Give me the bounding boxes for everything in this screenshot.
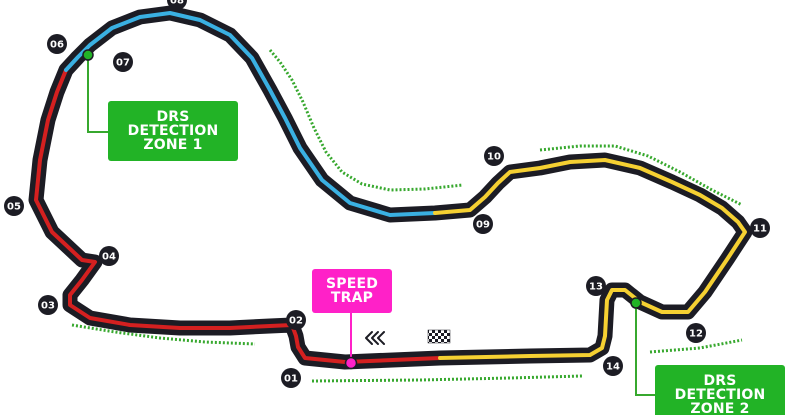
turn-marker-circle — [686, 323, 706, 343]
turn-marker-circle — [167, 0, 187, 10]
turn-marker-01: 01 — [281, 368, 301, 388]
turn-number: 07 — [116, 58, 130, 69]
direction-chevrons-icon — [365, 331, 385, 345]
turn-marker-10: 10 — [484, 146, 504, 166]
drs-detection-zone-1-label: DRS DETECTION ZONE 1 — [108, 101, 238, 161]
speed-trap-line-1: SPEED — [325, 276, 379, 292]
drs-zone-2-marker — [630, 297, 642, 309]
sector-2 — [64, 11, 437, 217]
drs-zones — [71, 49, 743, 383]
turn-number: 02 — [289, 316, 303, 327]
turn-number: 08 — [170, 0, 184, 7]
turn-marker-circle — [484, 146, 504, 166]
drs-zone-1-connector — [87, 55, 110, 133]
sector-3 — [433, 158, 747, 360]
turn-number: 14 — [606, 362, 620, 373]
turn-number: 04 — [102, 252, 116, 263]
drs-zone-2-line-2: DETECTION — [674, 387, 766, 403]
drs-zone-2-connector — [635, 305, 656, 396]
turn-number: 10 — [487, 152, 501, 163]
turn-marker-02: 02 — [286, 310, 306, 330]
turn-marker-circle — [4, 196, 24, 216]
turn-number: 03 — [41, 301, 55, 312]
drs-zone-2-line-3: ZONE 2 — [690, 401, 750, 415]
turn-marker-03: 03 — [38, 295, 58, 315]
turn-marker-11: 11 — [750, 218, 770, 238]
chequered-flag-icon — [427, 329, 451, 344]
drs-detection-zone-2-label: DRS DETECTION ZONE 2 — [655, 365, 785, 415]
drs-zone-esses — [539, 144, 743, 207]
turn-marker-14: 14 — [603, 356, 623, 376]
drs-zone-1-line-3: ZONE 1 — [143, 137, 203, 153]
track-sectors — [34, 11, 747, 364]
speed-trap-label: SPEED TRAP — [312, 269, 392, 313]
drs-zone-main-straight — [311, 374, 583, 383]
turn-marker-circle — [281, 368, 301, 388]
speed-trap-line-2: TRAP — [330, 290, 374, 306]
turn-marker-circle — [99, 246, 119, 266]
turn-marker-circle — [586, 276, 606, 296]
turn-marker-circle — [750, 218, 770, 238]
turn-marker-circle — [38, 295, 58, 315]
speed-trap-marker — [344, 356, 358, 370]
sector-1 — [34, 68, 442, 364]
drs-zone-back-straight — [268, 49, 464, 192]
drs-zone-2-line-1: DRS — [703, 373, 737, 389]
turn-marker-circle — [473, 214, 493, 234]
turn-number: 09 — [476, 220, 490, 231]
turn-number: 13 — [589, 282, 603, 293]
turn-marker-09: 09 — [473, 214, 493, 234]
turn-number: 01 — [284, 374, 298, 385]
drs-zone-1-line-1: DRS — [156, 109, 190, 125]
turn-marker-05: 05 — [4, 196, 24, 216]
turn-marker-04: 04 — [99, 246, 119, 266]
turn-marker-07: 07 — [113, 52, 133, 72]
drs-zone-turn-3 — [71, 323, 256, 346]
turn-marker-06: 06 — [47, 34, 67, 54]
turn-marker-circle — [113, 52, 133, 72]
turn-marker-circle — [47, 34, 67, 54]
turn-number: 05 — [7, 202, 21, 213]
turn-marker-13: 13 — [586, 276, 606, 296]
drs-zone-1-marker — [82, 49, 94, 61]
turn-marker-circle — [603, 356, 623, 376]
turn-number: 06 — [50, 40, 64, 51]
turn-number: 11 — [753, 224, 767, 235]
drs-zone-1-line-2: DETECTION — [127, 123, 219, 139]
label-connectors — [87, 55, 656, 396]
drs-zone-turn-12 — [649, 338, 743, 354]
turn-marker-circle — [286, 310, 306, 330]
turn-markers: 01 02 03 04 05 06 07 08 09 10 11 12 13 14 — [4, 0, 770, 388]
turn-number: 12 — [689, 329, 703, 340]
turn-marker-12: 12 — [686, 323, 706, 343]
turn-marker-08: 08 — [167, 0, 187, 10]
